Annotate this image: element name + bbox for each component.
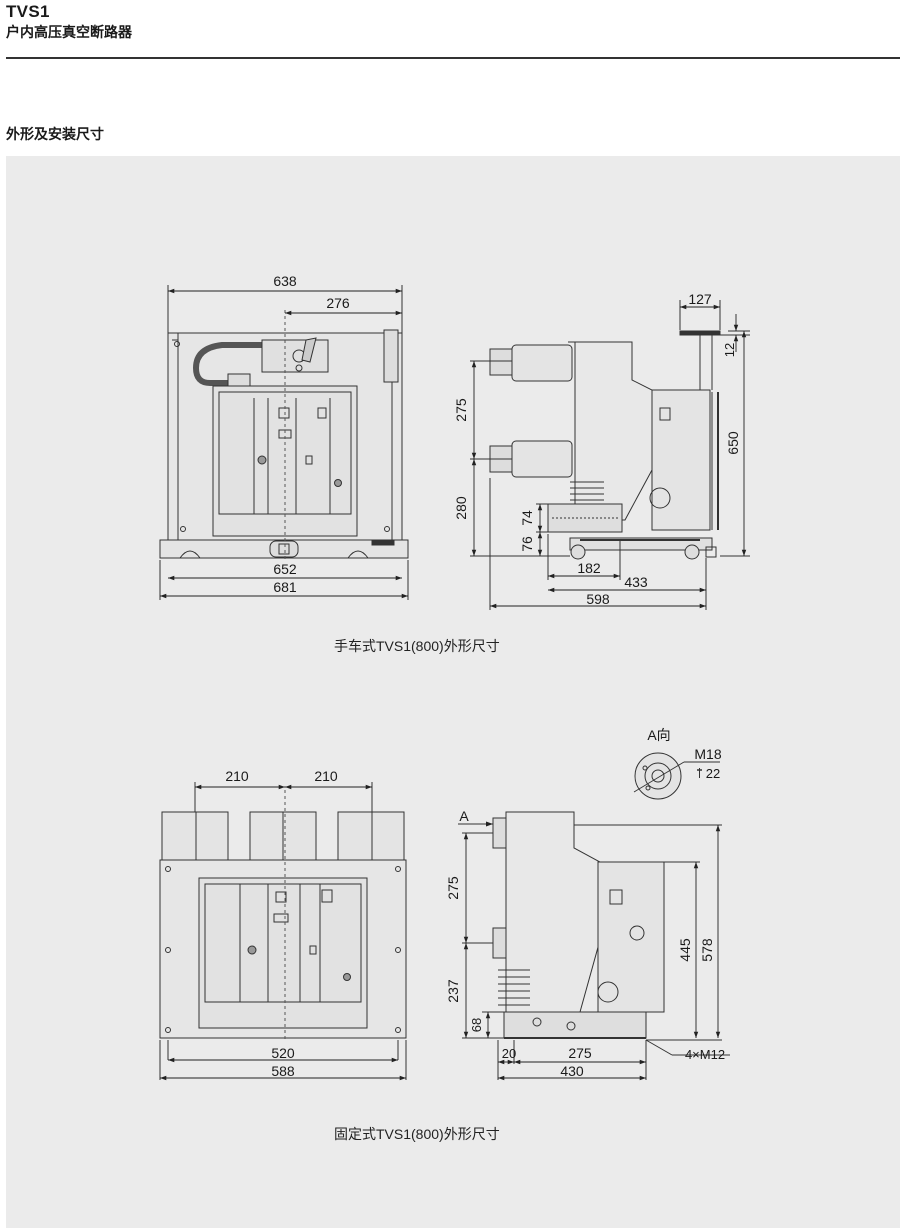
- dim-4xm12: 4×M12: [685, 1047, 725, 1062]
- caption-fixed: 固定式TVS1(800)外形尺寸: [334, 1126, 500, 1142]
- dim-280: 280: [453, 496, 469, 520]
- dim-127: 127: [688, 291, 712, 307]
- handcart-front-dimensions: [160, 288, 408, 599]
- handcart-side-view: [470, 300, 750, 610]
- dim-68: 68: [469, 1018, 484, 1032]
- dim-20: 20: [502, 1046, 516, 1061]
- dim-588: 588: [271, 1063, 295, 1079]
- dim-m18: M18: [694, 746, 721, 762]
- section-title: 外形及安装尺寸: [6, 126, 104, 142]
- dim-445: 445: [677, 938, 693, 962]
- dim-275-base: 275: [568, 1045, 592, 1061]
- handcart-front-view: [159, 285, 409, 600]
- dim-74: 74: [519, 510, 535, 526]
- dim-275-side: 275: [453, 398, 469, 422]
- dim-276: 276: [326, 295, 350, 311]
- fixed-side-view: [458, 811, 730, 1080]
- caption-handcart: 手车式TVS1(800)外形尺寸: [334, 638, 500, 654]
- dim-22: 22: [706, 766, 720, 781]
- fixed-front-dimensions: [160, 784, 406, 1081]
- dim-275-fixed: 275: [445, 876, 461, 900]
- dim-578: 578: [699, 938, 715, 962]
- dim-182: 182: [577, 560, 601, 576]
- fixed-front-view: [159, 782, 407, 1080]
- drawing-panel: [6, 156, 900, 1228]
- view-a-detail: [633, 752, 720, 800]
- dim-210-right: 210: [314, 768, 338, 784]
- page-subtitle: 户内高压真空断路器: [6, 24, 132, 40]
- page-title: TVS1: [6, 2, 50, 21]
- dim-681: 681: [273, 579, 297, 595]
- dim-237: 237: [445, 979, 461, 1003]
- view-a-label: A向: [647, 727, 670, 743]
- dim-76: 76: [519, 536, 535, 552]
- arrow-a-label: A: [459, 808, 469, 824]
- handcart-side-dimensions: [471, 304, 747, 609]
- fixed-side-dimensions: [463, 825, 721, 1081]
- dim-430: 430: [560, 1063, 584, 1079]
- dim-520: 520: [271, 1045, 295, 1061]
- dim-650: 650: [725, 431, 741, 455]
- header-divider: [6, 57, 900, 59]
- dim-12: 12: [722, 343, 737, 357]
- dim-598: 598: [586, 591, 610, 607]
- dim-652: 652: [273, 561, 297, 577]
- dim-433: 433: [624, 574, 648, 590]
- dim-638: 638: [273, 273, 297, 289]
- dim-210-left: 210: [225, 768, 249, 784]
